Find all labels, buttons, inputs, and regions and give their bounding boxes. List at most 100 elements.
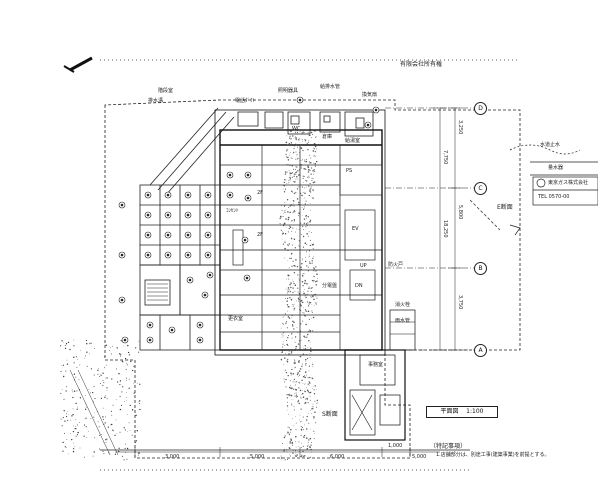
noise-dot	[68, 453, 69, 455]
stipple-dot	[298, 203, 300, 206]
stipple-dot	[306, 158, 308, 160]
fixture-center	[203, 293, 207, 297]
stipple-dot	[293, 220, 295, 222]
stipple-dot	[294, 265, 296, 267]
stipple-dot	[282, 213, 284, 215]
noise-dot	[114, 453, 117, 455]
stipple-dot	[313, 393, 316, 395]
noise-dot	[66, 359, 68, 361]
noise-dot	[124, 357, 127, 360]
callout-9: 排水溝	[148, 98, 164, 104]
stipple-dot	[284, 449, 285, 450]
noise-dot	[64, 345, 66, 347]
stipple-dot	[292, 298, 294, 299]
stipple-dot	[287, 216, 290, 219]
stipple-dot	[309, 350, 311, 351]
room-label-1: 2F	[257, 190, 264, 196]
stipple-dot	[290, 283, 292, 285]
stipple-dot	[286, 199, 289, 201]
dim-right-total: 18,250	[442, 220, 448, 238]
stipple-dot	[284, 459, 286, 461]
stipple-dot	[282, 335, 284, 337]
noise-dot	[128, 378, 130, 380]
stipple-dot	[300, 167, 302, 169]
noise-dot	[112, 345, 113, 347]
stipple-dot	[315, 422, 317, 424]
noise-dot	[73, 362, 75, 364]
stipple-dot	[302, 353, 305, 356]
stipple-dot	[313, 173, 315, 175]
scale-box: 平面図 1:100	[426, 406, 498, 418]
stipple-dot	[293, 205, 295, 207]
stipple-dot	[301, 147, 303, 149]
stipple-dot	[303, 429, 305, 430]
fixture-center	[186, 193, 190, 197]
stipple-dot	[304, 390, 306, 393]
stipple-dot	[298, 152, 300, 153]
noise-dot	[135, 347, 137, 349]
stipple-dot	[308, 422, 310, 424]
stipple-dot	[292, 291, 294, 294]
stipple-dot	[295, 193, 296, 195]
stipple-dot	[299, 216, 301, 217]
stipple-dot	[307, 166, 310, 169]
noise-dot	[75, 426, 77, 427]
stipple-dot	[288, 433, 290, 435]
stipple-dot	[298, 441, 300, 443]
scan-noise	[60, 339, 141, 461]
stipple-dot	[285, 354, 287, 356]
stipple-dot	[289, 454, 290, 455]
stipple-dot	[294, 166, 296, 167]
stipple-dot	[286, 327, 288, 329]
stipple-dot	[287, 316, 290, 318]
stipple-dot	[304, 449, 306, 451]
noise-dot	[126, 414, 128, 415]
fixture-center	[208, 273, 212, 277]
legend-area	[469, 144, 598, 236]
stipple-dot	[310, 350, 312, 353]
stipple-dot	[315, 270, 317, 272]
stipple-dot	[299, 382, 301, 384]
noise-dot	[137, 455, 139, 457]
stipple-dot	[282, 188, 284, 190]
stipple-dot	[293, 359, 295, 361]
noise-dot	[135, 440, 138, 442]
stipple-dot	[299, 421, 301, 423]
stipple-dot	[289, 174, 291, 176]
stipple-dot	[310, 444, 312, 446]
noise-dot	[64, 446, 66, 448]
stipple-dot	[311, 133, 314, 136]
stipple-dot	[300, 309, 302, 312]
noise-dot	[110, 353, 112, 355]
noise-dot	[118, 447, 120, 449]
stipple-dot	[294, 336, 297, 338]
noise-dot	[115, 419, 117, 421]
stipple-dot	[293, 282, 295, 285]
noise-dot	[117, 381, 119, 383]
noise-dot	[62, 364, 65, 366]
stipple-dot	[289, 225, 291, 227]
callout-6: 消火栓	[395, 302, 411, 308]
stipple-dot	[294, 366, 296, 368]
stipple-dot	[312, 362, 313, 364]
stipple-dot	[308, 140, 309, 142]
noise-dot	[79, 422, 80, 423]
dim-bottom-2: 5,000	[250, 454, 265, 460]
stipple-dot	[311, 177, 313, 179]
fixture-center	[166, 213, 170, 217]
stipple-dot	[293, 310, 295, 311]
stipple-dot	[292, 452, 294, 454]
noise-dot	[99, 376, 101, 378]
stipple-dot	[312, 189, 314, 191]
callout-8: 階段室	[158, 88, 174, 94]
stipple-dot	[315, 303, 317, 305]
stipple-dot	[307, 347, 309, 349]
stipple-dot	[284, 179, 286, 181]
stipple-dot	[309, 341, 311, 343]
stipple-dot	[291, 387, 293, 389]
stipple-dot	[286, 449, 288, 451]
noise-dot	[119, 380, 122, 382]
stipple-dot	[299, 368, 302, 370]
stipple-dot	[304, 289, 306, 290]
stipple-dot	[293, 221, 295, 223]
